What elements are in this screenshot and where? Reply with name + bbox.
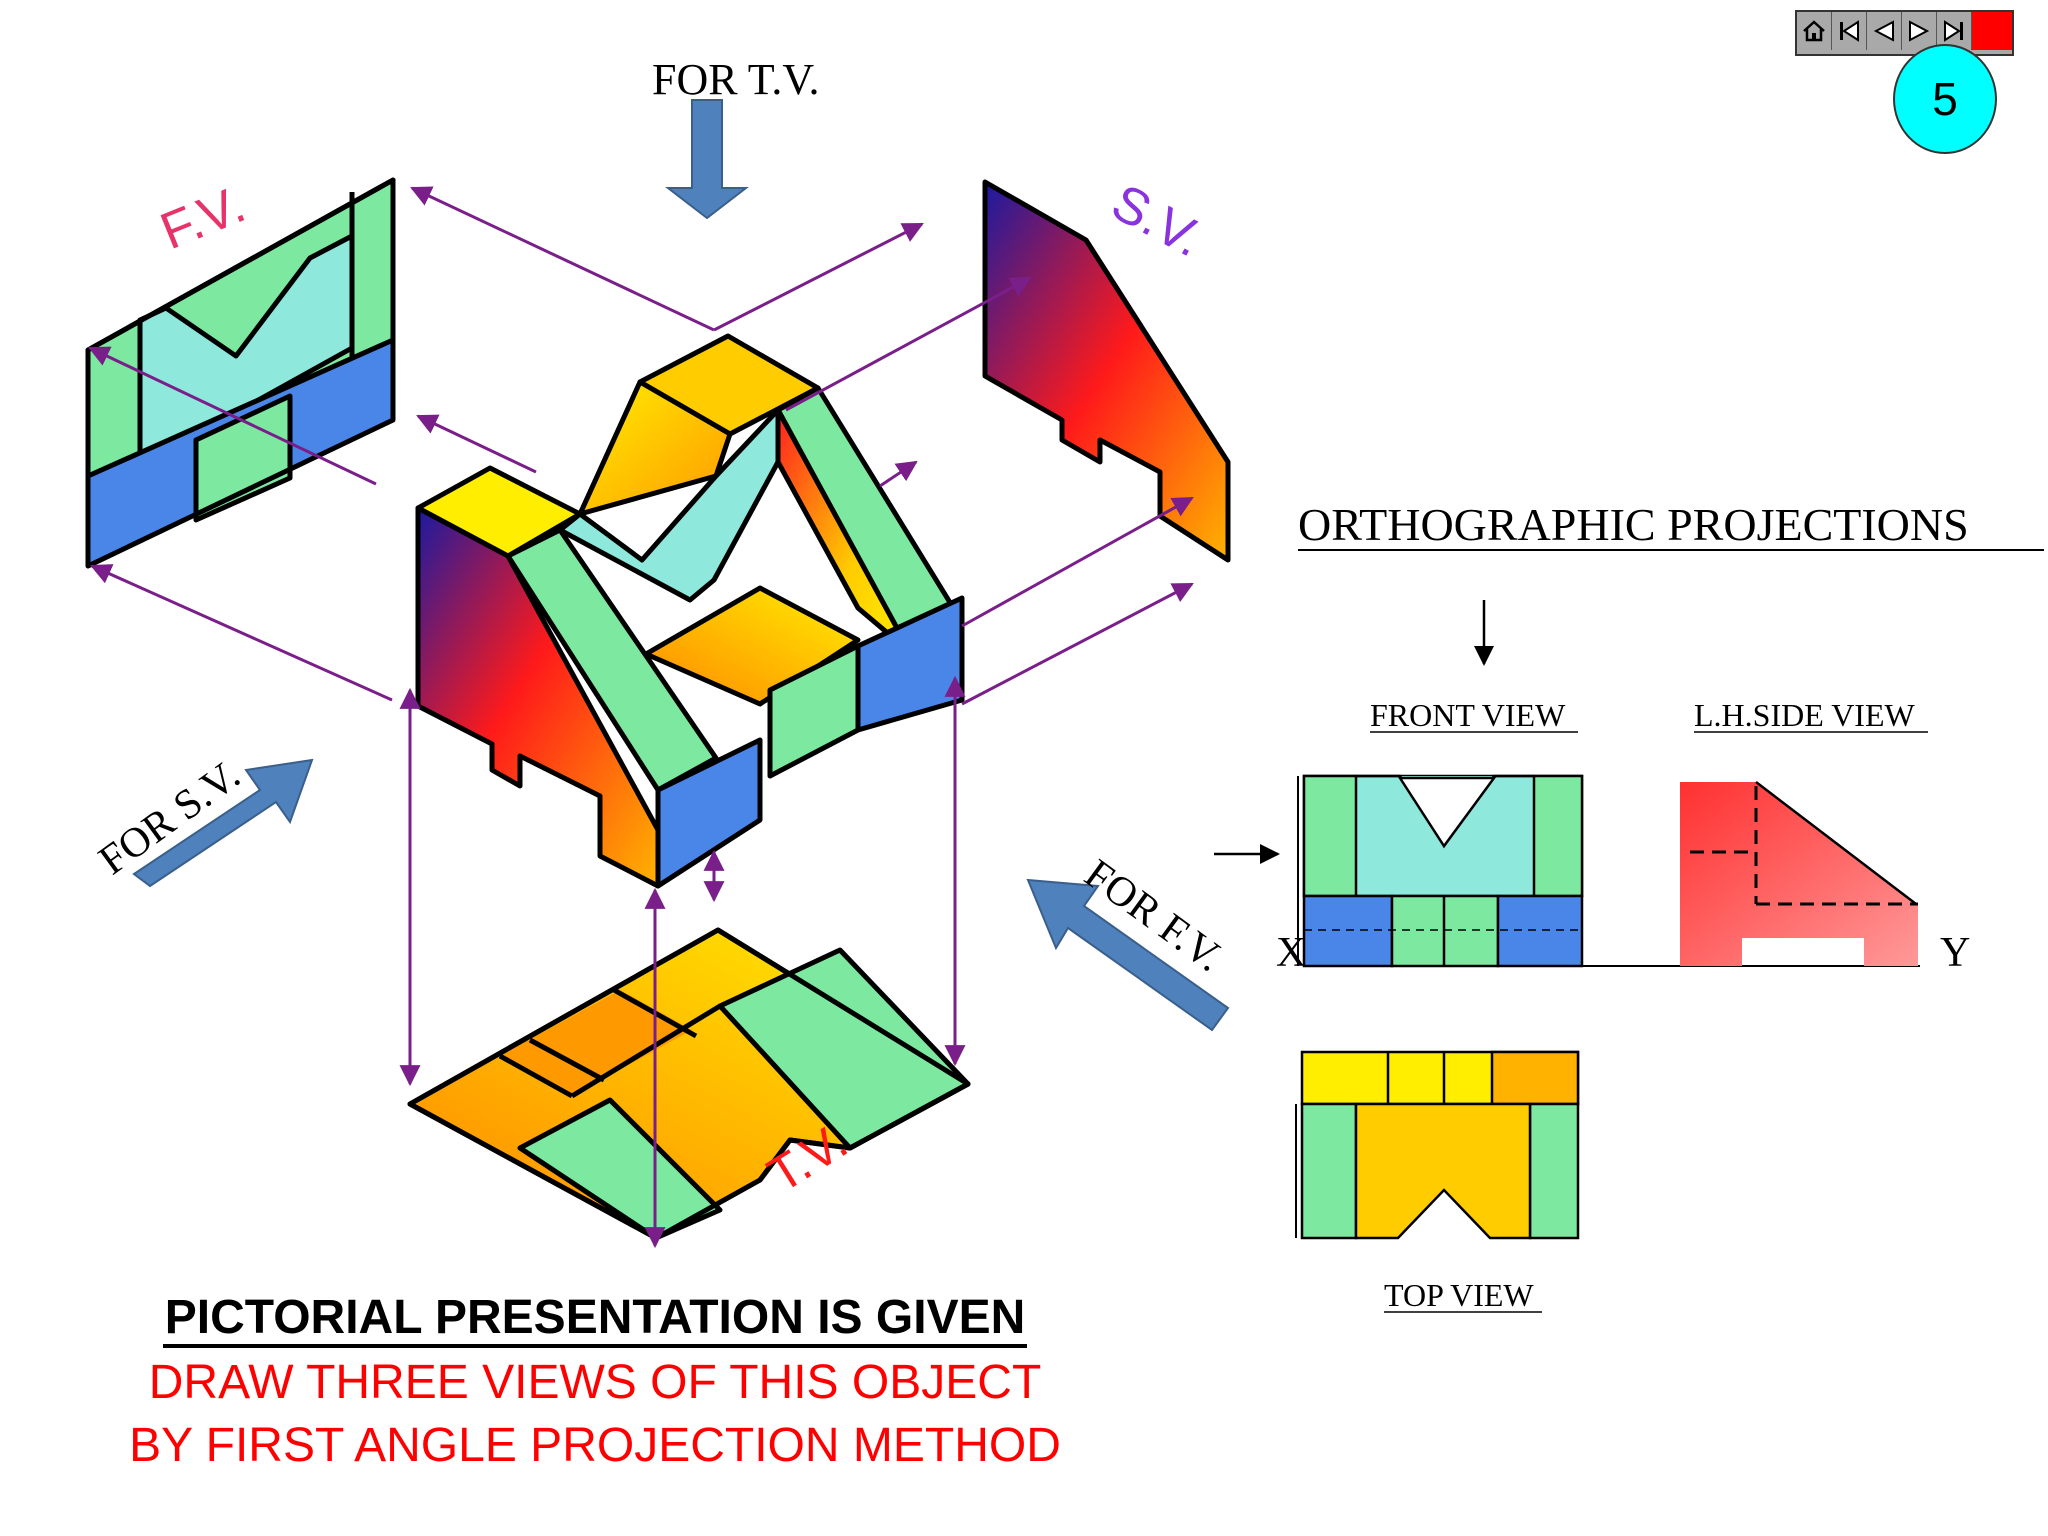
fv-label: F.V. [153, 176, 253, 262]
side-view-drawing [1680, 781, 1918, 966]
fv-direction-arrow [1026, 878, 1230, 1032]
previous-slide-button[interactable] [1867, 12, 1902, 50]
front-view-drawing [1302, 774, 1584, 968]
x-label: X [1276, 930, 1306, 976]
front-view-label: FRONT VIEW [1370, 697, 1566, 733]
slide-number-badge: 5 [1893, 44, 1997, 154]
fv-projection-panel [85, 177, 396, 569]
slide-navigation-bar [1795, 10, 2014, 56]
caption-title: PICTORIAL PRESENTATION IS GIVEN [60, 1290, 1130, 1348]
projection-lines [88, 186, 1194, 1249]
top-view-drawing [1295, 1050, 1580, 1240]
y-label: Y [1940, 930, 1970, 976]
next-slide-button[interactable] [1902, 12, 1937, 50]
ortho-heading: ORTHOGRAPHIC PROJECTIONS [1298, 499, 1969, 550]
next-slide-icon [1909, 20, 1930, 42]
last-slide-button[interactable] [1937, 12, 1972, 50]
caption-instruction-line-1: DRAW THREE VIEWS OF THIS OBJECT [148, 1356, 1042, 1409]
sv-projection-panel [982, 179, 1231, 563]
for-tv-label: FOR T.V. [652, 55, 820, 104]
home-icon [1803, 20, 1825, 42]
sv-direction-arrow [132, 758, 314, 888]
first-slide-icon [1840, 20, 1859, 42]
home-button[interactable] [1797, 12, 1832, 50]
caption-instruction-line-2: BY FIRST ANGLE PROJECTION METHOD [129, 1419, 1061, 1472]
side-view-label: L.H.SIDE VIEW [1694, 697, 1916, 733]
sv-label: S.V. [1102, 173, 1212, 268]
previous-slide-icon [1873, 20, 1894, 42]
isometric-object [415, 333, 965, 889]
last-slide-icon [1944, 20, 1963, 42]
tv-projection-panel [407, 927, 971, 1241]
exit-button[interactable] [1972, 12, 2012, 50]
top-view-label: TOP VIEW [1384, 1277, 1534, 1313]
caption-title-text: PICTORIAL PRESENTATION IS GIVEN [162, 1291, 1028, 1348]
tv-direction-arrow [665, 99, 749, 220]
first-slide-button[interactable] [1832, 12, 1867, 50]
